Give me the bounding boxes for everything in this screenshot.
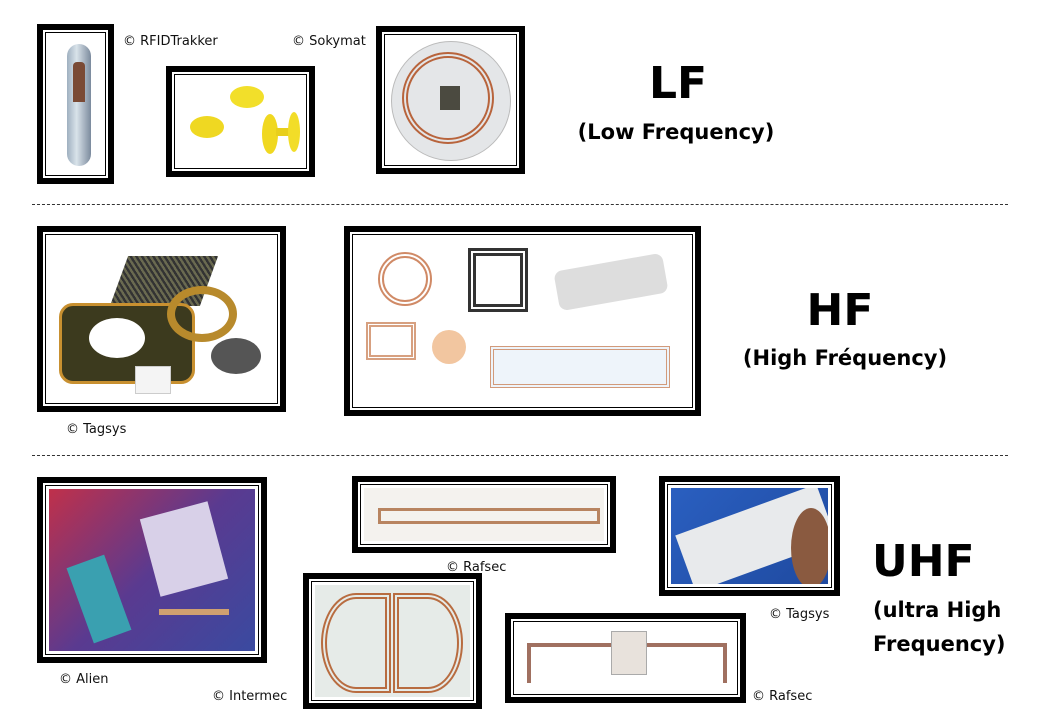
separator-hf-uhf bbox=[32, 455, 1008, 456]
credit-intermec: © Intermec bbox=[212, 689, 288, 704]
lf-disc-tag-photo bbox=[376, 26, 525, 174]
lf-glass-tag-photo bbox=[37, 24, 114, 184]
uhf-subtitle-line1: (ultra High bbox=[873, 598, 1002, 622]
uhf-intermec-photo bbox=[303, 573, 482, 709]
uhf-rafsec-inlay-photo bbox=[352, 476, 616, 553]
lf-title: LF bbox=[648, 58, 708, 109]
hf-inlays-photo bbox=[344, 226, 701, 416]
hf-subtitle: (High Fréquency) bbox=[742, 346, 948, 370]
uhf-rafsec-dipole-photo bbox=[505, 613, 746, 703]
coil-image bbox=[73, 62, 85, 102]
credit-tagsys-hf: © Tagsys bbox=[66, 422, 127, 437]
hf-title: HF bbox=[806, 285, 874, 336]
credit-sokymat: © Sokymat bbox=[292, 34, 366, 49]
credit-alien: © Alien bbox=[59, 672, 109, 687]
uhf-title: UHF bbox=[872, 536, 975, 587]
separator-lf-hf bbox=[32, 204, 1008, 205]
hf-tags-photo bbox=[37, 226, 286, 412]
credit-rfidtrakker: © RFIDTrakker bbox=[123, 34, 218, 49]
uhf-alien-photo bbox=[37, 477, 267, 663]
lf-ear-tag-photo bbox=[166, 66, 315, 177]
uhf-tagsys-roll-photo bbox=[659, 476, 840, 596]
lf-subtitle: (Low Frequency) bbox=[577, 120, 775, 144]
credit-tagsys-uhf: © Tagsys bbox=[769, 607, 830, 622]
credit-rafsec-bottom: © Rafsec bbox=[752, 689, 813, 704]
credit-rafsec-top: © Rafsec bbox=[446, 560, 507, 575]
uhf-subtitle-line2: Frequency) bbox=[873, 632, 1006, 656]
